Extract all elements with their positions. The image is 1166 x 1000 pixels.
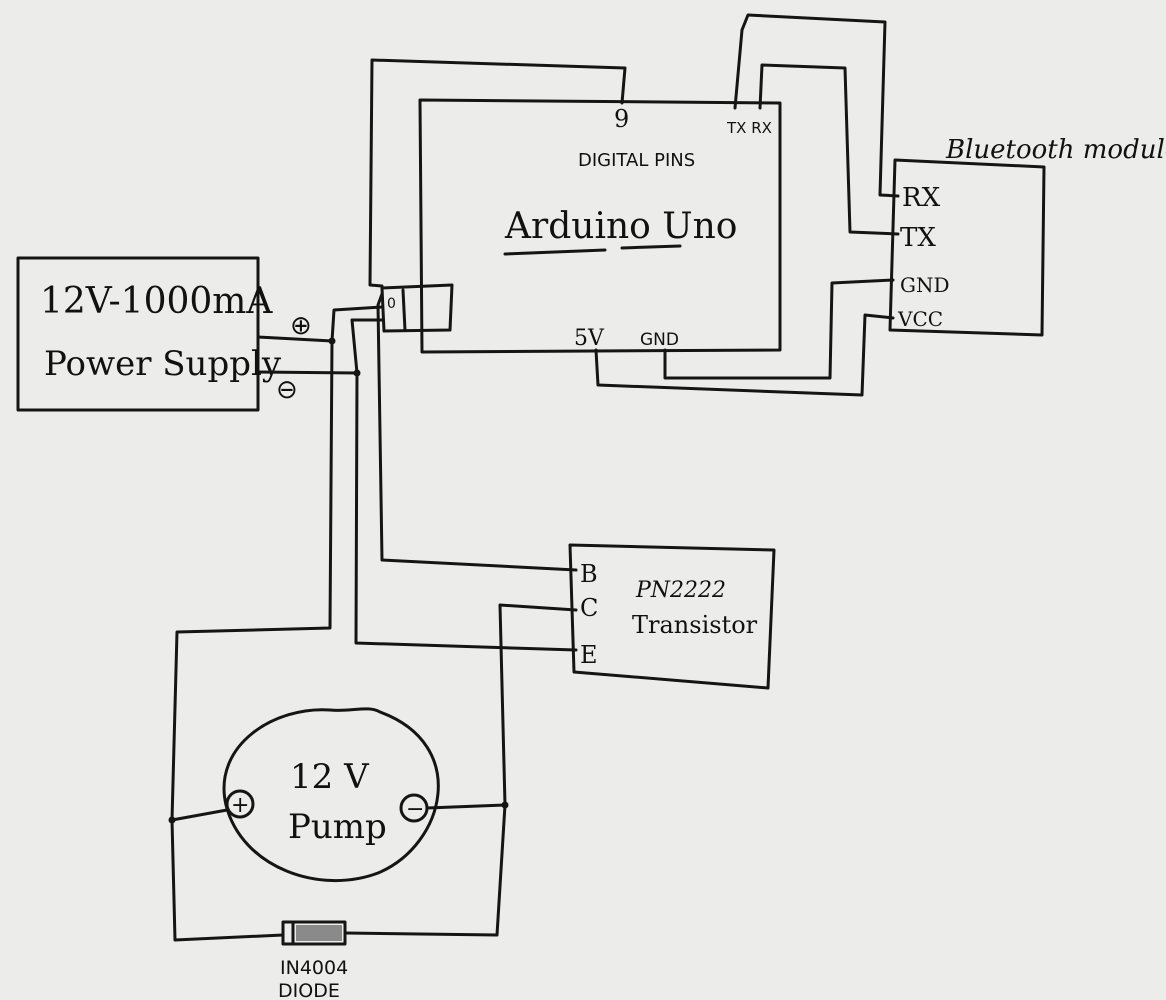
wire-pin9-loop	[368, 58, 627, 288]
wire-pin9-to-base	[376, 292, 578, 572]
wire-negative-to-jack	[350, 318, 384, 375]
arduino-name-underline	[503, 248, 607, 256]
pump: 12 V Pump + −	[222, 707, 440, 882]
wires	[168, 13, 900, 942]
transistor-collector-pin: C	[580, 594, 598, 622]
wire-gnd-to-gnd	[663, 278, 895, 380]
arduino-pin-9-label: 9	[614, 105, 629, 133]
bluetooth-module: Bluetooth module RX TX GND VCC	[888, 135, 1166, 337]
pump-positive-symbol: +	[231, 793, 249, 818]
wire-supply-negative	[256, 370, 359, 375]
wire-positive-to-jack	[330, 305, 384, 343]
bluetooth-module-title: Bluetooth module	[945, 135, 1166, 165]
wire-negative-to-emitter	[354, 371, 578, 652]
transistor-box	[568, 543, 776, 690]
diode-name-label: DIODE	[278, 980, 340, 1000]
bluetooth-module-box	[888, 158, 1046, 337]
bluetooth-rx-pin: RX	[902, 183, 941, 213]
pump-rating-label: 12 V	[290, 757, 370, 797]
pn2222-transistor: B C E PN2222 Transistor	[568, 543, 776, 690]
barrel-jack-divider	[401, 288, 407, 332]
power-supply-rating: 12V-1000mA	[40, 281, 273, 322]
wire-supply-positive	[256, 335, 334, 343]
wire-diode-cathode-side	[343, 803, 507, 937]
barrel-jack-body	[380, 283, 454, 333]
pump-negative-symbol: −	[406, 797, 424, 822]
bluetooth-tx-pin: TX	[900, 223, 936, 253]
transistor-emitter-pin: E	[580, 641, 598, 669]
diode-part-label: IN4004	[280, 957, 348, 979]
bluetooth-vcc-pin: VCC	[897, 307, 943, 331]
wire-5v-to-vcc	[594, 313, 895, 397]
bluetooth-gnd-pin: GND	[900, 273, 950, 297]
arduino-name-label: Arduino Uno	[504, 206, 737, 247]
arduino-digital-pins-label: DIGITAL PINS	[578, 150, 695, 171]
power-supply-label: Power Supply	[44, 344, 282, 384]
arduino-tx-rx-label: TX RX	[726, 119, 772, 137]
dc-barrel-jack: 0	[380, 283, 454, 333]
transistor-name-label: Transistor	[632, 611, 758, 639]
arduino-uno: 9 TX RX DIGITAL PINS Arduino Uno 5V GND	[418, 98, 782, 354]
diode-fill	[296, 925, 342, 941]
wire-arduino-tx-to-bt-rx	[733, 13, 900, 198]
wire-collector-to-pump	[498, 603, 578, 807]
arduino-5v-label: 5V	[574, 326, 605, 351]
supply-negative-symbol: ⊖	[276, 375, 298, 405]
uno-underline	[620, 244, 682, 250]
barrel-jack-label: 0	[387, 296, 396, 312]
pump-outline	[222, 707, 440, 882]
supply-positive-symbol: ⊕	[290, 311, 312, 341]
wire-to-pump-positive	[170, 808, 229, 822]
transistor-part-label: PN2222	[635, 578, 726, 603]
pump-name-label: Pump	[288, 807, 387, 847]
pump-positive-terminal	[225, 789, 255, 819]
transistor-base-pin: B	[580, 560, 598, 588]
wire-positive-to-pump	[170, 339, 334, 822]
arduino-board-outline	[418, 98, 782, 354]
arduino-gnd-label: GND	[640, 330, 679, 350]
power-supply: 12V-1000mA Power Supply ⊕ ⊖	[16, 256, 312, 412]
wire-pump-negative	[425, 803, 507, 810]
wire-diode-anode-side	[170, 818, 285, 942]
power-supply-box	[16, 256, 260, 412]
in4004-diode: IN4004 DIODE	[278, 920, 348, 1000]
wire-arduino-rx-to-bt-tx	[758, 63, 900, 236]
